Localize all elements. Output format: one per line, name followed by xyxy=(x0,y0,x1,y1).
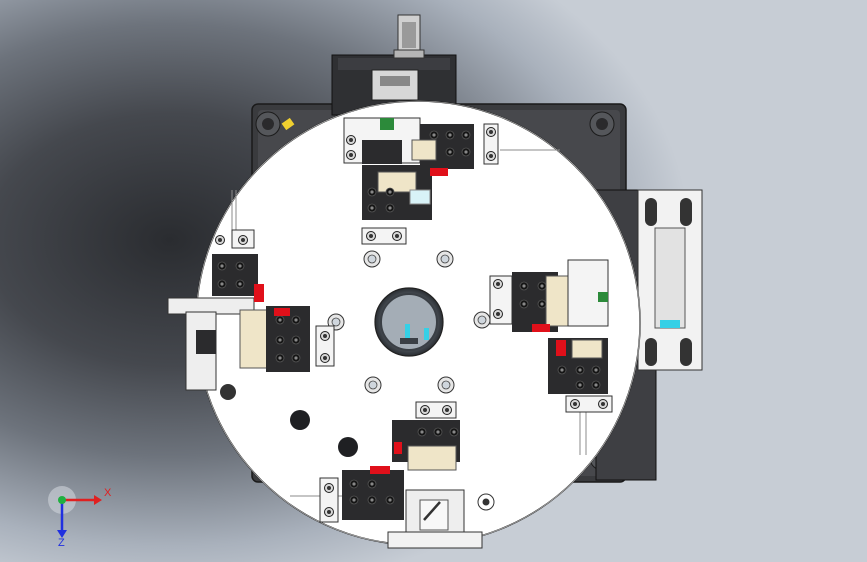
center-hub[interactable] xyxy=(374,287,444,357)
station-left[interactable] xyxy=(167,229,335,400)
x-axis-arrowhead xyxy=(94,495,102,505)
y-axis-dot xyxy=(58,496,66,504)
orientation-triad[interactable]: X Z xyxy=(40,478,120,548)
station-right[interactable] xyxy=(489,259,613,413)
z-axis-label: Z xyxy=(58,537,65,548)
z-axis-arrowhead xyxy=(57,530,67,538)
station-top[interactable] xyxy=(343,117,499,245)
top-motor xyxy=(331,14,457,116)
station-bottom[interactable] xyxy=(319,401,495,549)
plate-washers xyxy=(290,250,491,457)
x-axis-label: X xyxy=(104,487,112,499)
